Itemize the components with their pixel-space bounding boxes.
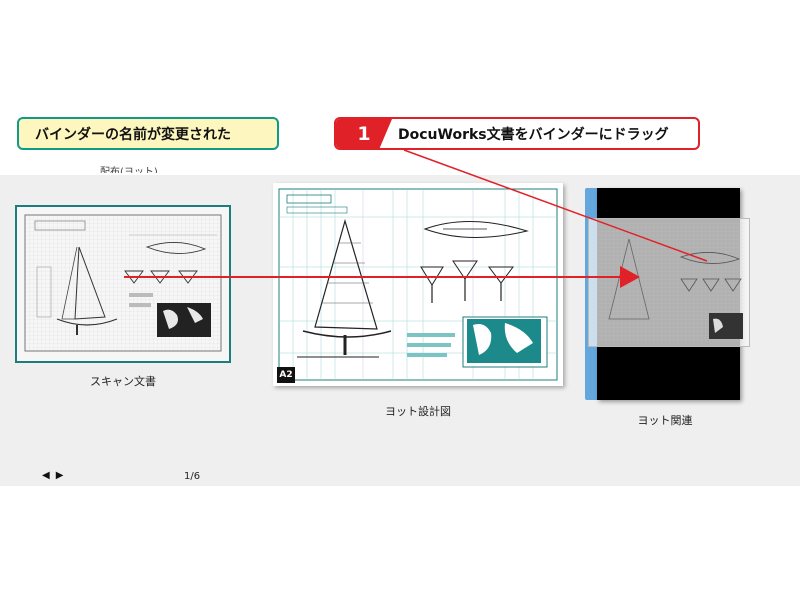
- step-callout: 1 DocuWorks文書をバインダーにドラッグ: [334, 117, 700, 150]
- document-label: ヨット設計図: [385, 405, 451, 418]
- document-label: スキャン文書: [90, 375, 156, 388]
- next-page-icon[interactable]: ▶: [55, 470, 64, 481]
- step-number-badge: 1: [336, 119, 392, 148]
- yacht-design-thumbnail[interactable]: [273, 183, 563, 386]
- partial-label: 配布(ヨット): [100, 167, 158, 173]
- binder-yacht-related[interactable]: [585, 188, 750, 400]
- step-instruction: DocuWorks文書をバインダーにドラッグ: [398, 126, 669, 143]
- prev-page-icon[interactable]: ◀: [42, 470, 50, 481]
- paper-size-badge: A2: [277, 367, 295, 383]
- page-indicator: 1/6: [184, 471, 201, 482]
- scan-drawing-icon: [17, 207, 229, 361]
- pager-controls: ◀ ▶: [42, 470, 63, 481]
- dragged-document-preview: [588, 218, 750, 347]
- callout-text: バインダーの名前が変更された: [35, 126, 231, 143]
- binder-renamed-callout: バインダーの名前が変更された: [17, 117, 279, 150]
- drag-preview-icon: [593, 223, 745, 342]
- yacht-blueprint-icon: [273, 183, 563, 386]
- scanned-document-thumbnail[interactable]: [15, 205, 231, 363]
- document-label: ヨット関連: [637, 414, 693, 427]
